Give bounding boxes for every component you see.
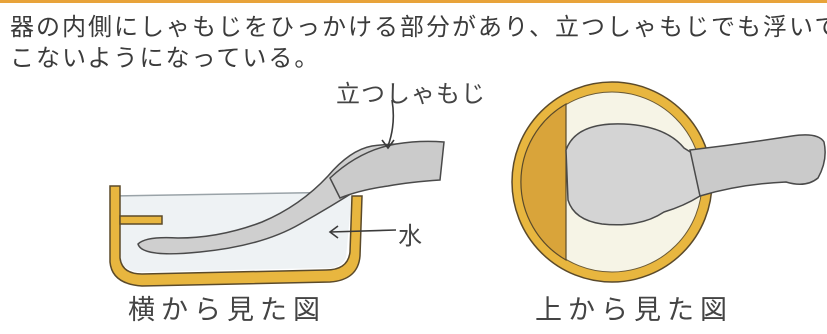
ladle-hook xyxy=(119,215,163,225)
description-line-2: こないようになっている。 xyxy=(10,44,321,72)
top-ladle-handle xyxy=(689,134,826,197)
ladle-pointer-arrow xyxy=(387,99,395,147)
description-line-1: 器の内側にしゃもじをひっかける部分があり、立つしゃもじでも浮いて xyxy=(10,13,827,41)
ladle-pointer-arrowhead xyxy=(381,139,395,150)
standing-ladle-label: 立つしゃもじ xyxy=(336,80,486,108)
top-view-caption: 上から見た図 xyxy=(535,295,733,326)
water-label: 水 xyxy=(398,222,423,250)
top-ladle-bowl xyxy=(565,123,701,226)
side-view-caption: 横から見た図 xyxy=(128,295,326,326)
side-view-diagram xyxy=(109,99,445,287)
top-accent-rule xyxy=(0,0,827,3)
description-text: 器の内側にしゃもじをひっかける部分があり、立つしゃもじでも浮いて こないようにな… xyxy=(10,12,827,74)
water-pointer-arrow xyxy=(329,229,397,233)
water-pointer-arrowhead xyxy=(328,225,339,239)
side-container xyxy=(109,185,363,287)
top-hook-segment xyxy=(520,102,567,262)
side-ladle-handle xyxy=(329,140,445,199)
top-view-diagram xyxy=(511,81,826,283)
